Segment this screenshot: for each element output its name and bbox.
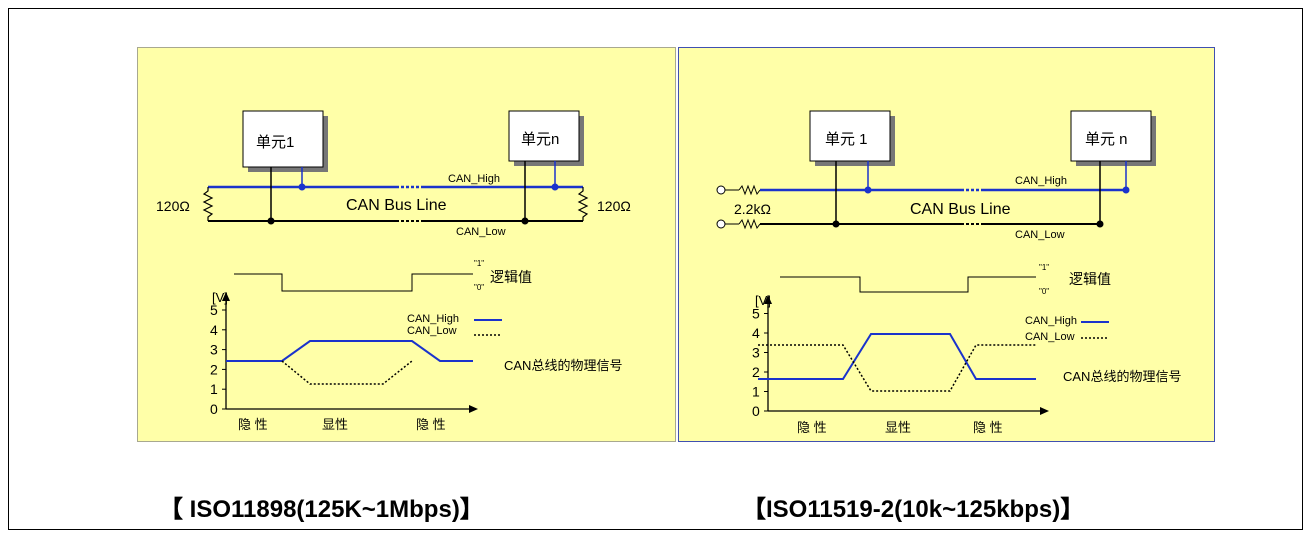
right-resistor-label: 120Ω: [597, 198, 631, 214]
can-low-label: CAN_Low: [1015, 229, 1065, 241]
low-resistor-icon: [738, 218, 761, 230]
iso11898-panel: 单元1 单元n 120Ω 120Ω: [137, 47, 676, 442]
left-resistor-icon: [202, 187, 214, 221]
legend-low-label: CAN_Low: [1025, 331, 1075, 343]
y-tick-label: 2: [752, 364, 760, 380]
y-tick-label: 1: [210, 381, 218, 397]
unitn-box: [508, 110, 580, 162]
x-axis-arrow: [469, 405, 478, 413]
can-high-label: CAN_High: [1015, 175, 1067, 187]
unit1-high-node: [298, 183, 306, 191]
y-tick-label: 0: [210, 401, 218, 417]
y-tick-label: 3: [210, 342, 218, 358]
y-tick-label: 5: [210, 302, 218, 318]
resistor-label: 2.2kΩ: [734, 201, 771, 217]
y-axis-arrow: [764, 295, 772, 304]
can-high-label: CAN_High: [448, 173, 500, 185]
x-axis-label: 隐 性: [973, 420, 1003, 435]
y-tick-label: 1: [752, 384, 760, 400]
x-labels: 隐 性 显性 隐 性: [238, 417, 446, 432]
unitn-low-node: [1096, 220, 1104, 228]
x-axis-label: 显性: [885, 420, 911, 435]
logic-value-label: 逻辑值: [490, 269, 532, 285]
logic-one-label: "1": [474, 259, 484, 268]
x-axis-label: 隐 性: [797, 420, 827, 435]
unit1-label: 单元1: [256, 134, 294, 151]
low-terminal-icon: [716, 219, 726, 229]
logic-waveform: [234, 273, 473, 292]
can-low-label: CAN_Low: [456, 226, 506, 238]
legend-high-label: CAN_High: [407, 313, 459, 325]
unit1-low-node: [832, 220, 840, 228]
unit1-low-node: [267, 217, 275, 225]
bus-line-label: CAN Bus Line: [910, 201, 1011, 218]
y-ticks: 0 1 2 3 4 5: [752, 306, 768, 419]
can-high-signal: [226, 340, 473, 362]
unit1-box: [809, 110, 891, 162]
y-ticks: 0 1 2 3 4 5: [210, 302, 226, 417]
unitn-label: 单元 n: [1085, 131, 1128, 148]
logic-waveform: [780, 276, 1036, 293]
y-unit-label: [V]: [755, 293, 771, 308]
x-axis-arrow: [1040, 407, 1049, 415]
unitn-high-node: [551, 183, 559, 191]
legend-high-label: CAN_High: [1025, 315, 1077, 327]
can-high-signal: [758, 333, 1036, 380]
figure-frame: 单元1 单元n 120Ω 120Ω: [8, 8, 1303, 530]
signal-label: CAN总线的物理信号: [1063, 369, 1181, 384]
logic-zero-label: "0": [1039, 287, 1049, 296]
high-resistor-icon: [738, 184, 761, 196]
unit1-box: [242, 110, 324, 168]
y-tick-label: 0: [752, 403, 760, 419]
iso11519-panel: 单元 1 单元 n 2.2kΩ: [678, 47, 1215, 442]
x-axis-label: 显性: [322, 417, 348, 432]
x-axis-label: 隐 性: [416, 417, 446, 432]
logic-value-label: 逻辑值: [1069, 271, 1111, 287]
iso11898-caption: 【 ISO11898(125K~1Mbps)】: [159, 496, 484, 523]
unit1-label: 单元 1: [825, 131, 868, 148]
y-tick-label: 4: [752, 325, 760, 341]
y-unit-label: [V]: [212, 290, 228, 305]
can-low-signal: [281, 360, 413, 385]
unitn-high-node: [1122, 186, 1130, 194]
high-terminal-icon: [716, 185, 726, 195]
y-tick-label: 2: [210, 361, 218, 377]
x-labels: 隐 性 显性 隐 性: [797, 420, 1003, 435]
logic-zero-label: "0": [474, 283, 484, 292]
x-axis-label: 隐 性: [238, 417, 268, 432]
can-low-signal: [758, 344, 1036, 392]
unitn-low-node: [521, 217, 529, 225]
y-tick-label: 5: [752, 306, 760, 322]
unit1-high-node: [864, 186, 872, 194]
signal-label: CAN总线的物理信号: [504, 358, 622, 373]
bus-line-label: CAN Bus Line: [346, 197, 447, 214]
y-axis-arrow: [222, 292, 230, 301]
iso11519-caption: 【ISO11519-2(10k~125kbps)】: [742, 496, 1085, 523]
right-resistor-icon: [577, 187, 589, 221]
logic-one-label: "1": [1039, 263, 1049, 272]
iso11898-diagram: 单元1 单元n 120Ω 120Ω: [156, 110, 631, 432]
left-resistor-label: 120Ω: [156, 198, 190, 214]
unitn-box: [1070, 110, 1152, 162]
iso11519-diagram: 单元 1 单元 n 2.2kΩ: [716, 110, 1181, 435]
legend-low-label: CAN_Low: [407, 325, 457, 337]
y-tick-label: 4: [210, 322, 218, 338]
y-tick-label: 3: [752, 345, 760, 361]
unitn-label: 单元n: [521, 131, 559, 148]
